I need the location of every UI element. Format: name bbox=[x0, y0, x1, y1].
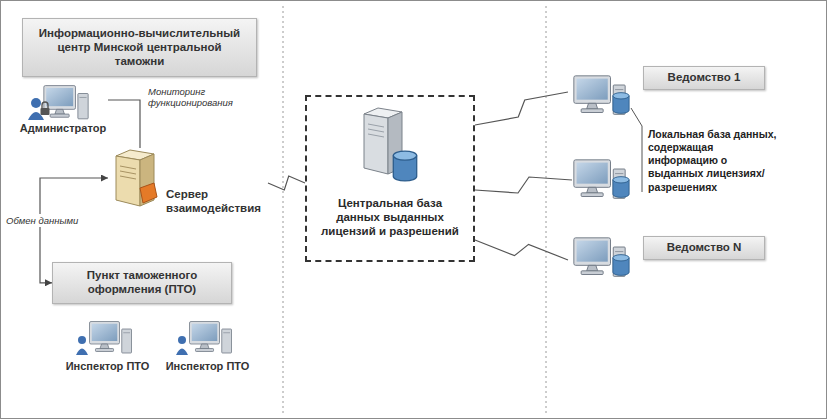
user-head bbox=[31, 98, 41, 108]
zone-separator bbox=[283, 6, 284, 413]
node-text: Пункт таможенного оформления (ПТО) bbox=[61, 269, 223, 297]
computer-node: Администратор bbox=[18, 82, 108, 137]
node-text: Центральная база данных выданных лицензи… bbox=[317, 197, 463, 238]
computer-node: Инспектор ПТО bbox=[160, 318, 255, 375]
connector bbox=[475, 92, 568, 125]
process-box: Пункт таможенного оформления (ПТО) bbox=[52, 262, 232, 304]
user-head bbox=[178, 336, 186, 344]
zone-separator bbox=[546, 6, 547, 413]
agency-node: Ведомство N bbox=[568, 232, 773, 287]
network-link bbox=[475, 177, 572, 193]
server-node: Сервер взаимодействия bbox=[108, 148, 268, 218]
callout-note: Локальная база данных, содержащая информ… bbox=[648, 128, 782, 194]
user-body bbox=[76, 349, 88, 356]
node-text: Ведомство 1 bbox=[643, 66, 765, 90]
connector bbox=[475, 240, 568, 260]
node-text: Информационно-вычислительный центр Минск… bbox=[33, 27, 246, 68]
node-text: Сервер взаимодействия bbox=[166, 188, 268, 216]
database-box: Центральная база данных выданных лицензи… bbox=[305, 95, 475, 262]
header-box: Информационно-вычислительный центр Минск… bbox=[22, 18, 257, 77]
node-text: Ведомство N bbox=[643, 236, 765, 260]
node-text: Инспектор ПТО bbox=[60, 360, 155, 373]
database-icon bbox=[613, 255, 629, 276]
user-body bbox=[176, 349, 188, 356]
agency-node: Ведомство 1 bbox=[568, 62, 773, 120]
edge-label: Мониторинг функционирования bbox=[148, 86, 243, 109]
connector bbox=[268, 176, 305, 190]
database-icon bbox=[393, 151, 416, 181]
connector bbox=[108, 100, 140, 148]
lock-body bbox=[41, 108, 50, 115]
lock-shackle bbox=[42, 102, 48, 108]
edge-label: Обмен данными bbox=[4, 214, 80, 227]
computer-icon bbox=[90, 322, 132, 354]
database-icon bbox=[613, 93, 629, 114]
node-text: Инспектор ПТО bbox=[160, 360, 255, 373]
computer-node: Инспектор ПТО bbox=[60, 318, 155, 375]
node-text: Администратор bbox=[18, 122, 108, 135]
user-head bbox=[78, 336, 86, 344]
database-icon bbox=[613, 177, 629, 198]
callout-bracket bbox=[631, 108, 642, 192]
computer-icon bbox=[44, 86, 88, 119]
computer-icon bbox=[190, 322, 232, 354]
server-icon bbox=[116, 150, 157, 206]
